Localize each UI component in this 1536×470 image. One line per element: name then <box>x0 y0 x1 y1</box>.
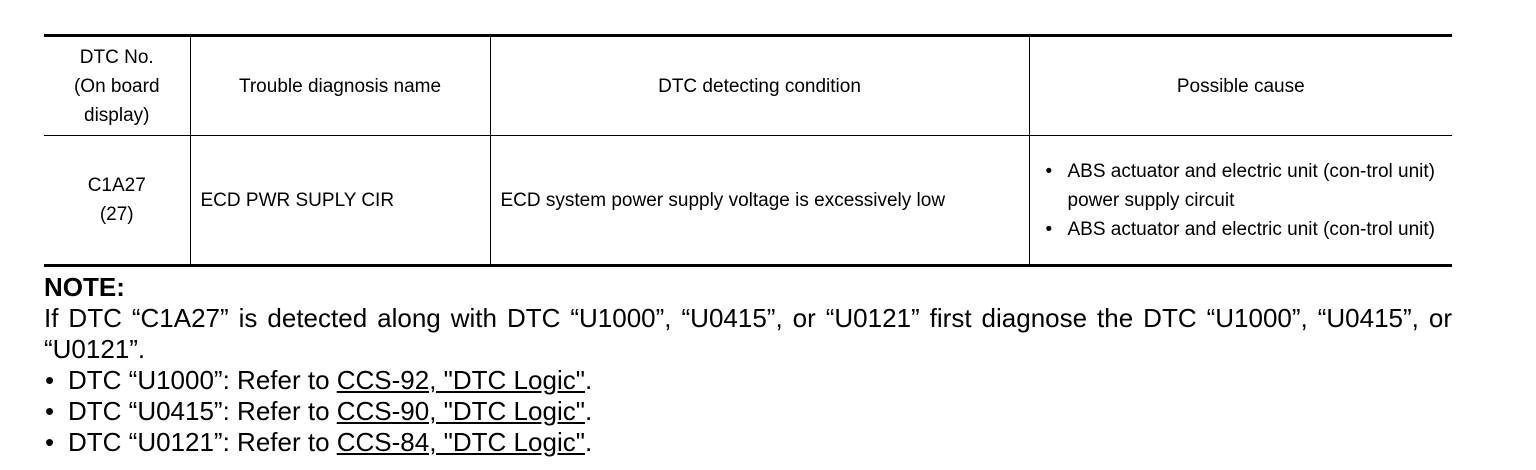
header-trouble-name: Trouble diagnosis name <box>189 34 491 136</box>
table-body: C1A27 (27) ECD PWR SUPLY CIR ECD system … <box>44 135 1452 267</box>
list-item: DTC “U1000”: Refer to CCS-92, "DTC Logic… <box>44 365 1452 396</box>
note-text: If DTC “C1A27” is detected along with DT… <box>44 303 1452 364</box>
note-section: NOTE: If DTC “C1A27” is detected along w… <box>44 272 1452 458</box>
header-dtc-no-line: display) <box>84 104 150 126</box>
table-row: C1A27 (27) ECD PWR SUPLY CIR ECD system … <box>44 135 1452 267</box>
reference-list: DTC “U1000”: Refer to CCS-92, "DTC Logic… <box>44 365 1452 458</box>
dtc-display: (27) <box>99 204 134 225</box>
cell-detecting-condition: ECD system power supply voltage is exces… <box>489 135 1030 267</box>
table-header: DTC No. (On board display) Trouble diagn… <box>44 34 1452 136</box>
cell-possible-cause: ABS actuator and electric unit (con-trol… <box>1028 135 1452 267</box>
ref-prefix: DTC “U0415”: Refer to <box>68 396 337 426</box>
list-item: DTC “U0415”: Refer to CCS-90, "DTC Logic… <box>44 396 1452 427</box>
header-dtc-no: DTC No. (On board display) <box>44 34 191 136</box>
ref-suffix: . <box>584 427 593 457</box>
reference-link[interactable]: CCS-90, "DTC Logic" <box>336 396 585 426</box>
dtc-code: C1A27 <box>87 175 146 196</box>
ref-suffix: . <box>584 365 593 395</box>
ref-prefix: DTC “U1000”: Refer to <box>68 365 337 395</box>
note-title: NOTE: <box>44 272 125 302</box>
header-row: DTC No. (On board display) Trouble diagn… <box>44 34 1452 136</box>
header-detecting-condition: DTC detecting condition <box>489 34 1030 136</box>
ref-prefix: DTC “U0121”: Refer to <box>68 427 337 457</box>
list-item: DTC “U0121”: Refer to CCS-84, "DTC Logic… <box>44 427 1452 458</box>
dtc-table: DTC No. (On board display) Trouble diagn… <box>44 34 1452 267</box>
ref-suffix: . <box>584 396 593 426</box>
cell-dtc-no: C1A27 (27) <box>44 135 191 267</box>
cell-trouble-name: ECD PWR SUPLY CIR <box>189 135 491 267</box>
header-dtc-no-line: DTC No. <box>79 46 154 68</box>
header-dtc-no-line: (On board <box>73 75 160 97</box>
possible-cause-list: ABS actuator and electric unit (con-trol… <box>1040 157 1443 244</box>
header-possible-cause: Possible cause <box>1028 34 1452 136</box>
reference-link[interactable]: CCS-84, "DTC Logic" <box>336 427 585 457</box>
list-item: ABS actuator and electric unit (con-trol… <box>1040 215 1443 244</box>
reference-link[interactable]: CCS-92, "DTC Logic" <box>336 365 585 395</box>
list-item: ABS actuator and electric unit (con-trol… <box>1040 157 1443 215</box>
